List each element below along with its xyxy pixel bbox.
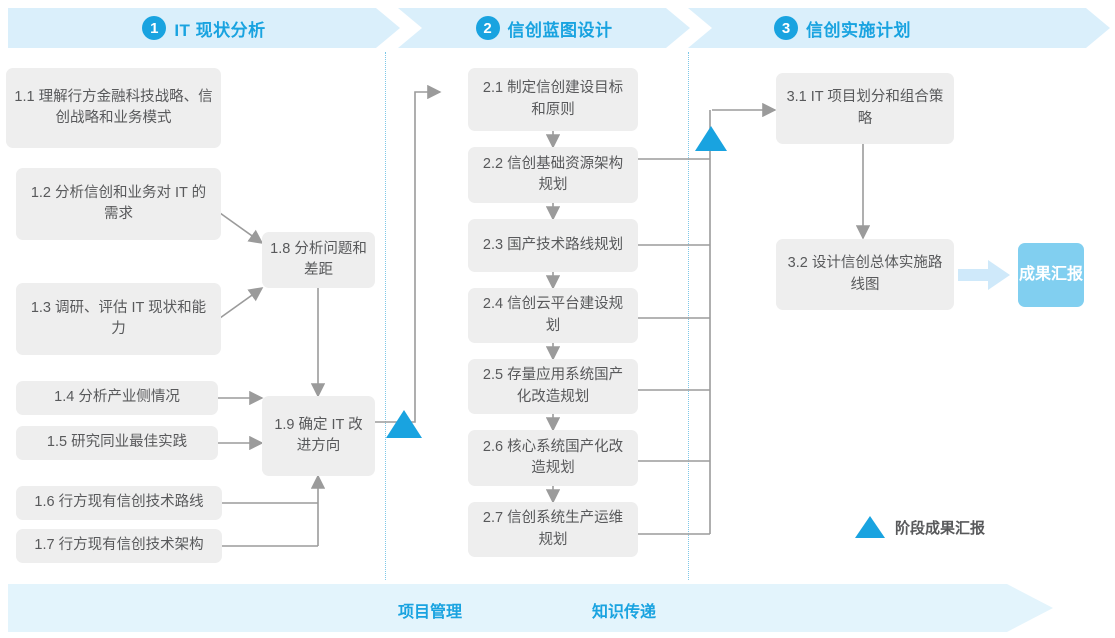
outcome-arrow-icon <box>958 260 1010 290</box>
task-label-1-4: 1.4 分析产业侧情况 <box>54 389 180 406</box>
task-label-2-2: 2.2 信创基础资源架构规划 <box>482 155 624 193</box>
task-box-1-6[interactable]: 1.6 行方现有信创技术路线 <box>16 486 222 520</box>
task-label-1-8: 1.8 分析问题和差距 <box>270 240 367 278</box>
outcome-box[interactable]: 成果汇报 <box>1018 243 1084 307</box>
phase-number-badge-3: 3 <box>774 16 798 40</box>
phase-number-badge-2: 2 <box>476 16 500 40</box>
milestone-legend-triangle-icon <box>855 516 885 538</box>
footer-label-knowledge-transfer[interactable]: 知识传递 <box>592 604 657 621</box>
task-label-2-5: 2.5 存量应用系统国产化改造规划 <box>482 367 624 405</box>
task-label-2-4: 2.4 信创云平台建设规划 <box>482 296 624 334</box>
task-label-1-6: 1.6 行方现有信创技术路线 <box>34 494 204 511</box>
task-box-2-7[interactable]: 2.7 信创系统生产运维规划 <box>468 502 638 557</box>
task-box-2-2[interactable]: 2.2 信创基础资源架构规划 <box>468 147 638 203</box>
legend-label: 阶段成果汇报 <box>895 519 986 537</box>
task-box-1-4[interactable]: 1.4 分析产业侧情况 <box>16 381 218 415</box>
task-label-1-5: 1.5 研究同业最佳实践 <box>46 434 188 451</box>
task-label-1-9: 1.9 确定 IT 改进方向 <box>274 416 363 454</box>
task-box-3-2[interactable]: 3.2 设计信创总体实施路线图 <box>776 239 954 310</box>
task-box-2-4[interactable]: 2.4 信创云平台建设规划 <box>468 288 638 343</box>
phase-header-1[interactable]: 1 IT 现状分析 <box>8 8 400 48</box>
phase-divider-2 <box>688 52 689 580</box>
task-box-1-3[interactable]: 1.3 调研、评估 IT 现状和能力 <box>16 283 221 355</box>
task-box-2-6[interactable]: 2.6 核心系统国产化改造规划 <box>468 430 638 486</box>
task-box-1-7[interactable]: 1.7 行方现有信创技术架构 <box>16 529 222 563</box>
phase-title-3: 信创实施计划 <box>806 20 911 40</box>
phase-header-3[interactable]: 3 信创实施计划 <box>688 8 1110 48</box>
task-label-2-3: 2.3 国产技术路线规划 <box>482 236 624 253</box>
footer-band <box>8 584 1053 632</box>
task-label-1-3: 1.3 调研、评估 IT 现状和能力 <box>30 299 207 337</box>
milestone-triangle-phase1 <box>386 410 422 438</box>
task-box-1-8[interactable]: 1.8 分析问题和差距 <box>262 232 375 288</box>
phase-number-badge-1: 1 <box>142 16 166 40</box>
task-box-1-5[interactable]: 1.5 研究同业最佳实践 <box>16 426 218 460</box>
task-box-1-9[interactable]: 1.9 确定 IT 改进方向 <box>262 396 375 476</box>
task-label-2-7: 2.7 信创系统生产运维规划 <box>482 510 624 548</box>
footer-label-project-management[interactable]: 项目管理 <box>398 604 463 621</box>
task-box-3-1[interactable]: 3.1 IT 项目划分和组合策略 <box>776 73 954 144</box>
task-label-2-6: 2.6 核心系统国产化改造规划 <box>482 438 624 476</box>
task-box-1-1[interactable]: 1.1 理解行方金融科技战略、信创战略和业务模式 <box>6 68 221 148</box>
task-box-2-1[interactable]: 2.1 制定信创建设目标和原则 <box>468 68 638 131</box>
task-box-2-3[interactable]: 2.3 国产技术路线规划 <box>468 219 638 272</box>
task-label-3-1: 3.1 IT 项目划分和组合策略 <box>786 89 944 127</box>
outcome-label: 成果汇报 <box>1018 266 1083 284</box>
task-label-1-7: 1.7 行方现有信创技术架构 <box>34 537 204 554</box>
task-label-1-2: 1.2 分析信创和业务对 IT 的需求 <box>30 184 207 222</box>
task-label-3-2: 3.2 设计信创总体实施路线图 <box>787 255 943 293</box>
legend: 阶段成果汇报 <box>855 516 985 538</box>
phase-divider-1 <box>385 52 386 580</box>
task-label-1-1: 1.1 理解行方金融科技战略、信创战略和业务模式 <box>14 88 213 126</box>
task-box-1-2[interactable]: 1.2 分析信创和业务对 IT 的需求 <box>16 168 221 240</box>
phase-title-2: 信创蓝图设计 <box>507 20 613 40</box>
task-box-2-5[interactable]: 2.5 存量应用系统国产化改造规划 <box>468 359 638 414</box>
milestone-triangle-phase2 <box>695 126 727 151</box>
phase-header-2[interactable]: 2 信创蓝图设计 <box>398 8 690 48</box>
task-label-2-1: 2.1 制定信创建设目标和原则 <box>482 80 624 118</box>
phase-title-1: IT 现状分析 <box>174 20 266 40</box>
